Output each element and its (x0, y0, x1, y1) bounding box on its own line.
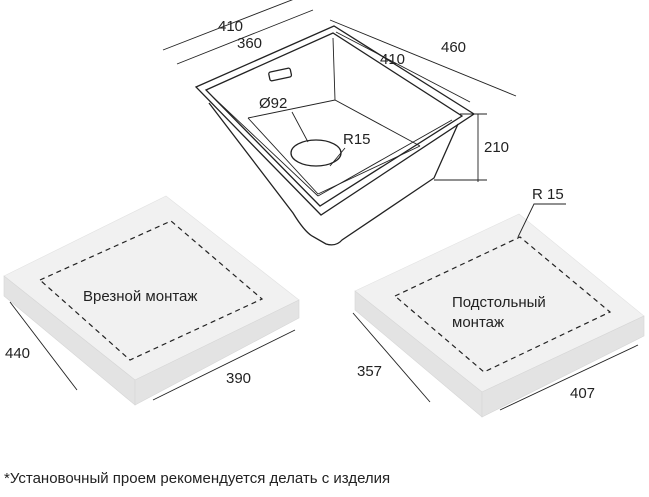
flush-dim-width: 390 (226, 370, 251, 387)
under-dim-line-depth (352, 312, 431, 403)
dim-inner-width: 360 (237, 35, 262, 52)
sink-isometric-view (162, 0, 517, 246)
under-radius-label: R 15 (532, 186, 564, 203)
dim-drain-diameter: Ø92 (259, 95, 287, 112)
flush-dim-line-width (152, 329, 296, 401)
footnote: *Установочный проем рекомендуется делать… (4, 470, 391, 487)
dim-inner-depth: 410 (380, 51, 405, 68)
under-cutout-outline (393, 236, 612, 373)
dim-line-outer-depth (329, 19, 517, 97)
dim-outer-depth: 460 (441, 39, 466, 56)
sink-body-outline (208, 102, 459, 246)
dim-line-inner-depth (335, 31, 471, 103)
dim-line-outer-width (162, 0, 293, 51)
sink-bowl-floor-left (247, 99, 421, 147)
sink-rim-inner (204, 32, 464, 207)
flush-dim-depth: 440 (5, 345, 30, 362)
sink-bowl-back-edge (332, 37, 336, 101)
flush-slab-front (134, 299, 300, 406)
undermount-label-line2: монтаж (452, 314, 504, 331)
radius-leader (329, 147, 346, 167)
under-dim-depth: 357 (357, 363, 382, 380)
dim-height: 210 (484, 139, 509, 156)
sink-bowl-front-left (213, 97, 319, 197)
dim-line-inner-width (176, 9, 314, 65)
undermount-label-line1: Подстольный (452, 294, 546, 311)
under-radius-leader (517, 203, 566, 238)
flush-cutout-outline (38, 220, 264, 361)
flush-dim-line-depth (9, 301, 78, 391)
dim-corner-radius: R15 (343, 131, 371, 148)
flush-mount-label: Врезной монтаж (83, 288, 197, 305)
flush-mount-diagram (3, 195, 300, 406)
dim-outer-width: 410 (218, 18, 243, 35)
sink-bowl-floor-front (247, 117, 421, 195)
undermount-diagram (352, 203, 645, 418)
under-dim-width: 407 (570, 385, 595, 402)
dim-line-height (434, 113, 487, 182)
overflow-slot (268, 67, 293, 82)
under-dim-line-width (499, 344, 639, 411)
under-slab-front (481, 315, 645, 418)
drain-leader (291, 111, 309, 143)
